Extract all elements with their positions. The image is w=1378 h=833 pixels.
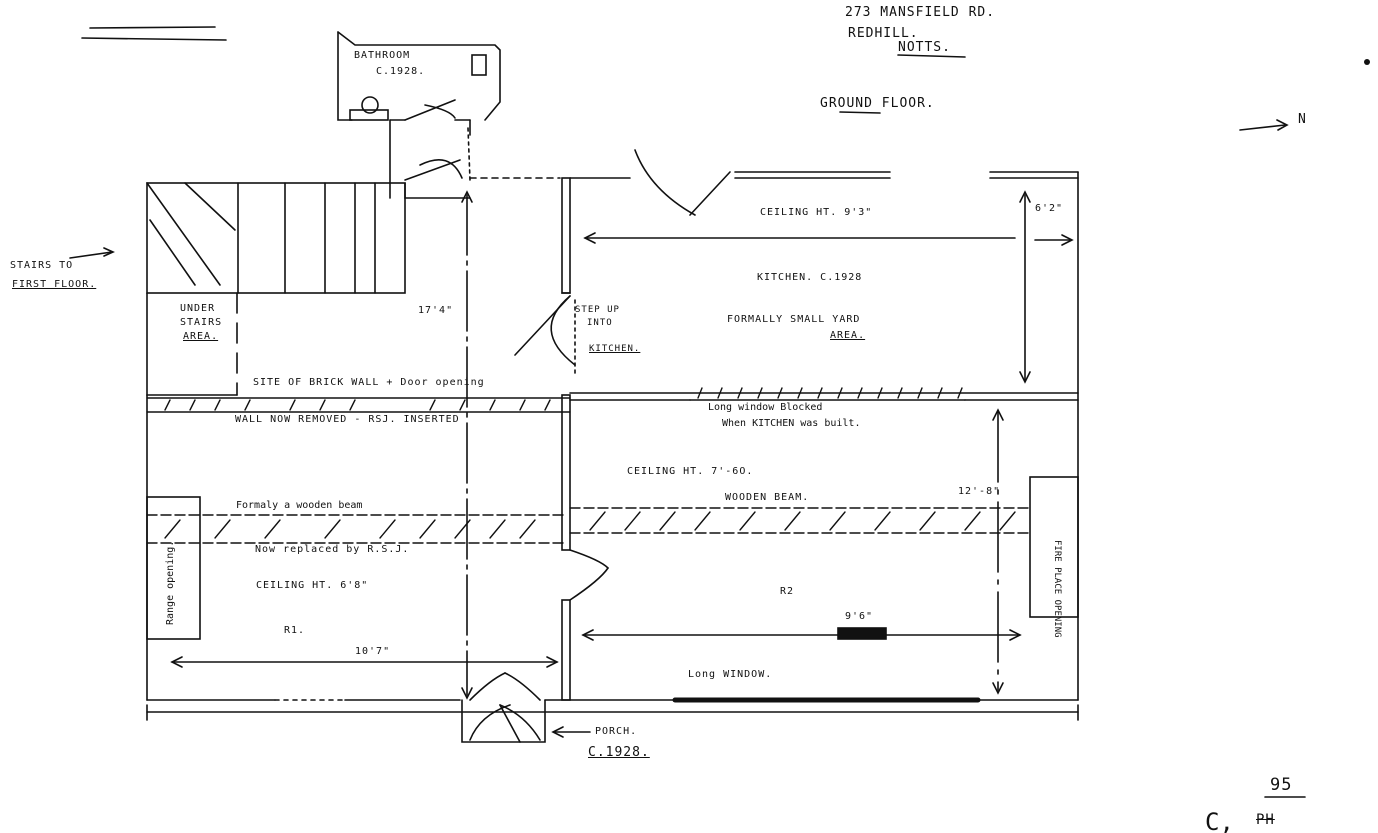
note-underline [81, 37, 227, 41]
address-line3: NOTTS. [898, 40, 951, 55]
central-wall [514, 177, 609, 701]
wooden-beam-label: WOODEN BEAM. [725, 492, 810, 503]
under-stairs-label-3: AREA. [183, 331, 219, 342]
bathroom-date: C.1928. [376, 66, 426, 77]
address-line1: 273 MANSFIELD Rd. [845, 5, 996, 20]
under-stairs-label-2: STAIRS [180, 317, 223, 328]
dimension-17-4: 17'4" [418, 305, 454, 316]
step-up-label-3: KITCHEN. [589, 344, 641, 354]
under-stairs-label-1: UNDER [180, 303, 216, 314]
range-opening-box [146, 496, 201, 640]
blocked-window-hatching [689, 387, 966, 401]
kitchen-door-arc [634, 149, 696, 216]
porch-name: PORCH. [595, 726, 638, 737]
page-mark [1364, 59, 1370, 65]
kitchen-name: KITCHEN. C.1928 [757, 272, 863, 283]
r1-ceiling: CEILING HT. 6'8" [256, 580, 369, 591]
beam-left-hatching [146, 514, 566, 544]
wall-removed-note: WALL NOW REMOVED - RSJ. INSERTED [235, 414, 460, 425]
dimension-marker [837, 627, 887, 640]
range-opening-label: Range opening. [165, 540, 176, 625]
long-window-label: Long WINDOW. [688, 669, 773, 680]
kitchen-ceiling: CEILING HT. 9'3" [760, 207, 873, 218]
under-stairs-outline [146, 292, 238, 396]
page-number: 95 [1270, 775, 1293, 795]
formerly-beam-note: Formaly a wooden beam [236, 500, 363, 511]
dimension-10-7: 10'7" [355, 646, 391, 657]
fireplace-opening-label: FIRE PLACE OPENING [1052, 540, 1062, 638]
replaced-rsj-note: Now replaced by R.S.J. [255, 544, 410, 555]
r2-name: R2 [780, 586, 795, 597]
note-strike [89, 26, 216, 29]
porch-date: C.1928. [588, 745, 650, 760]
floor-title: GROUND FLOOR. [820, 96, 935, 111]
long-window-blocked-2: When KITCHEN was built. [722, 418, 861, 429]
stairs-label-2: FIRST FLOOR. [12, 279, 97, 290]
porch-outline [461, 672, 546, 743]
dimension-9-6: 9'6" [845, 611, 874, 622]
dimension-12-8: 12'-8" [958, 486, 1001, 497]
address-line2: REDHILL. [848, 26, 919, 41]
stairs-outline [69, 158, 561, 294]
outer-walls [146, 171, 1079, 721]
kitchen-note-1: FORMALLY SMALL YARD [727, 314, 861, 325]
beam-right-hatching [569, 507, 1031, 534]
step-up-label-1: STEP UP [575, 305, 620, 315]
bathroom-label: BATHROOM [354, 50, 411, 61]
dimension-6-2: 6'2" [1035, 203, 1064, 214]
step-up-label-2: INTO [587, 318, 613, 328]
r1-name: R1. [284, 625, 306, 636]
r2-ceiling: CEILING HT. 7'-6O. [627, 466, 754, 477]
long-window-blocked-1: Long window Blocked [708, 402, 823, 413]
fireplace-opening-box [1029, 476, 1079, 618]
north-label: N [1298, 112, 1307, 127]
brick-wall-note: SITE OF BRICK WALL + Door opening [253, 377, 485, 388]
rsj-hatching-left [146, 397, 571, 413]
bathroom-outline [337, 31, 501, 199]
initials: PH [1256, 812, 1275, 828]
kitchen-note-2: AREA. [830, 330, 866, 341]
dimension-lines [170, 119, 1289, 738]
stairs-label: STAIRS TO [10, 260, 74, 271]
initials-circle: C, [1205, 808, 1234, 833]
